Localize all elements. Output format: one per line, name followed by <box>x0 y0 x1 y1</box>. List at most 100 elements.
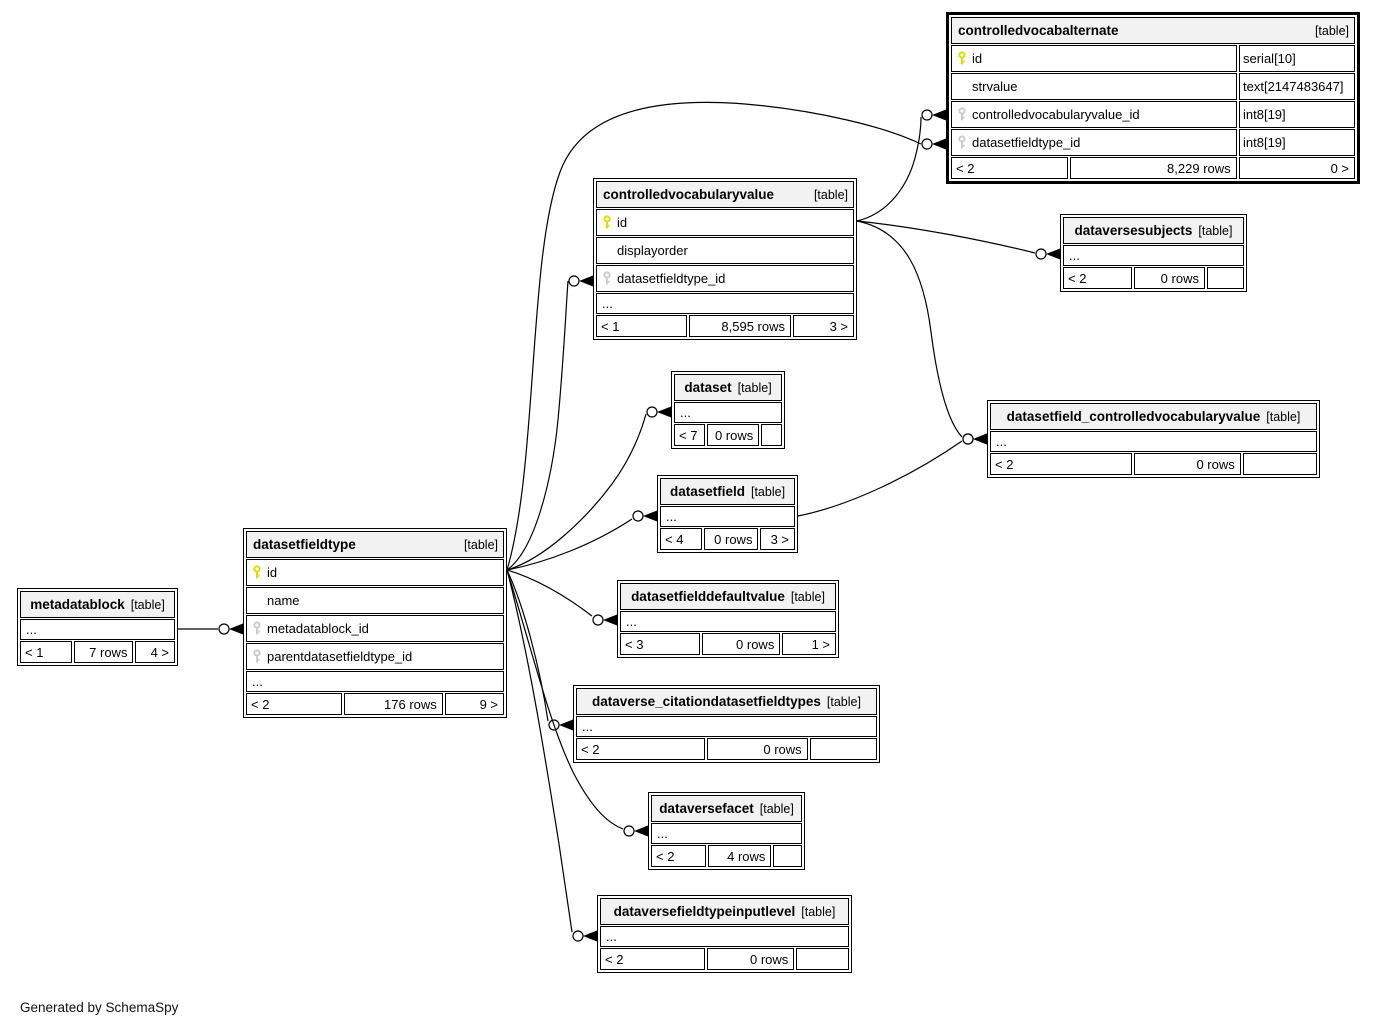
connector-circle-icon <box>218 623 230 635</box>
table-tag: [table] <box>790 589 825 604</box>
children-degree: < 2 <box>576 738 705 760</box>
column-name: ... <box>1069 248 1080 263</box>
foreign-key-icon <box>247 649 267 664</box>
relationship-controlledvocabularyvalue-to-datasetfield_controlledvocabularyvalue <box>856 220 987 445</box>
column-row-name: name <box>246 587 504 614</box>
connector-circle-icon <box>572 930 584 942</box>
column-name-cell: ... <box>660 506 795 527</box>
children-degree: < 1 <box>596 315 687 337</box>
table-dataversefieldtypeinputlevel[interactable]: dataversefieldtypeinputlevel[table]...< … <box>597 895 852 973</box>
table-title[interactable]: controlledvocabalternate <box>958 23 1119 38</box>
connector-circle-icon <box>962 433 974 445</box>
row-count: 0 rows <box>704 528 759 550</box>
column-name-cell: metadatablock_id <box>246 615 504 642</box>
connector-circle-icon <box>623 825 635 837</box>
relationship-datasetfieldtype-to-dataset <box>506 406 671 571</box>
table-tag: [table] <box>750 484 786 499</box>
column-name: datasetfieldtype_id <box>972 135 1081 150</box>
relationship-datasetfieldtype-to-dataversefieldtypeinputlevel <box>506 569 597 942</box>
table-datasetfield_controlledvocabularyvalue[interactable]: datasetfield_controlledvocabularyvalue[t… <box>987 400 1320 478</box>
table-tag: [table] <box>463 537 498 552</box>
children-degree: < 2 <box>1063 267 1132 289</box>
children-degree: < 7 <box>674 424 706 446</box>
parents-degree: 0 > <box>1238 157 1355 179</box>
column-name-cell: ... <box>1063 245 1244 266</box>
column-name-cell: ... <box>674 402 782 423</box>
table-header: metadatablock[table] <box>20 591 175 618</box>
connector-arrow-icon <box>657 406 671 418</box>
table-tag: [table] <box>826 694 861 709</box>
parents-degree <box>1206 267 1244 289</box>
row-count: 0 rows <box>706 738 808 760</box>
relationship-datasetfieldtype-to-controlledvocabalternate-datasetfieldtype_id <box>506 101 946 571</box>
column-name-cell: ... <box>990 431 1317 452</box>
table-title[interactable]: dataversesubjects <box>1074 223 1193 238</box>
table-title[interactable]: dataversefacet <box>659 801 754 816</box>
table-dataverse_citationdatasetfieldtypes[interactable]: dataverse_citationdatasetfieldtypes [tabl… <box>573 685 880 763</box>
column-name: ... <box>606 929 617 944</box>
column-name: metadatablock_id <box>267 621 369 636</box>
parents-degree: 4 > <box>135 641 175 663</box>
table-header: dataversesubjects[table] <box>1063 217 1244 244</box>
parents-degree: 3 > <box>760 528 795 550</box>
foreign-key-icon <box>247 621 267 636</box>
foreign-key-icon <box>952 135 972 150</box>
column-type: int8[19] <box>1239 129 1355 156</box>
table-title[interactable]: datasetfieldtype <box>253 537 356 552</box>
table-title[interactable]: dataversefieldtypeinputlevel <box>613 904 796 919</box>
column-name: ... <box>252 674 263 689</box>
table-title[interactable]: metadatablock <box>30 597 125 612</box>
row-count: 0 rows <box>707 424 760 446</box>
table-title[interactable]: datasetfield_controlledvocabularyvalue <box>1006 409 1261 424</box>
column-row-parentdatasetfieldtype_id: parentdatasetfieldtype_id <box>246 643 504 670</box>
column-name-cell: ... <box>20 619 175 640</box>
row-count: 0 rows <box>1134 453 1241 475</box>
column-row-id: id <box>246 559 504 586</box>
table-title[interactable]: dataset <box>684 380 732 395</box>
primary-key-icon <box>952 51 972 66</box>
connector-circle-icon <box>646 406 658 418</box>
table-title[interactable]: dataverse_citationdatasetfieldtypes <box>592 694 821 709</box>
connector-circle-icon <box>568 275 580 287</box>
column-name-cell: name <box>246 587 504 614</box>
relationship-datasetfield-to-datasetfield_controlledvocabularyvalue <box>797 433 987 517</box>
table-title[interactable]: datasetfielddefaultvalue <box>631 589 785 604</box>
table-title[interactable]: controlledvocabularyvalue <box>603 187 775 202</box>
relationship-datasetfieldtype-to-datasetfield <box>506 510 657 571</box>
children-degree: < 2 <box>990 453 1133 475</box>
relationship-controlledvocabularyvalue-to-controlledvocabalternate-controlledvocabularyvalue_id <box>856 109 946 222</box>
parents-degree: 3 > <box>793 315 854 337</box>
column-name-cell: id <box>951 45 1237 72</box>
more-columns-row: ... <box>20 619 175 640</box>
column-name-cell: ... <box>596 293 854 314</box>
more-columns-row: ... <box>674 402 782 423</box>
column-name: datasetfieldtype_id <box>617 271 726 286</box>
column-name: id <box>617 215 628 230</box>
table-header: controlledvocabularyvalue[table] <box>596 181 854 208</box>
foreign-key-icon <box>597 271 617 286</box>
table-header: datasetfield_controlledvocabularyvalue[t… <box>990 403 1317 430</box>
column-name-cell: datasetfieldtype_id <box>596 265 854 292</box>
table-header: controlledvocabalternate[table] <box>951 17 1355 44</box>
row-count: 0 rows <box>701 633 781 655</box>
more-columns-row: ... <box>651 823 802 844</box>
more-columns-row: ... <box>600 926 849 947</box>
column-name: ... <box>602 296 613 311</box>
row-count: 0 rows <box>706 948 795 970</box>
connector-arrow-icon <box>603 614 617 626</box>
table-title[interactable]: datasetfield <box>669 484 745 499</box>
column-name: ... <box>26 622 37 637</box>
